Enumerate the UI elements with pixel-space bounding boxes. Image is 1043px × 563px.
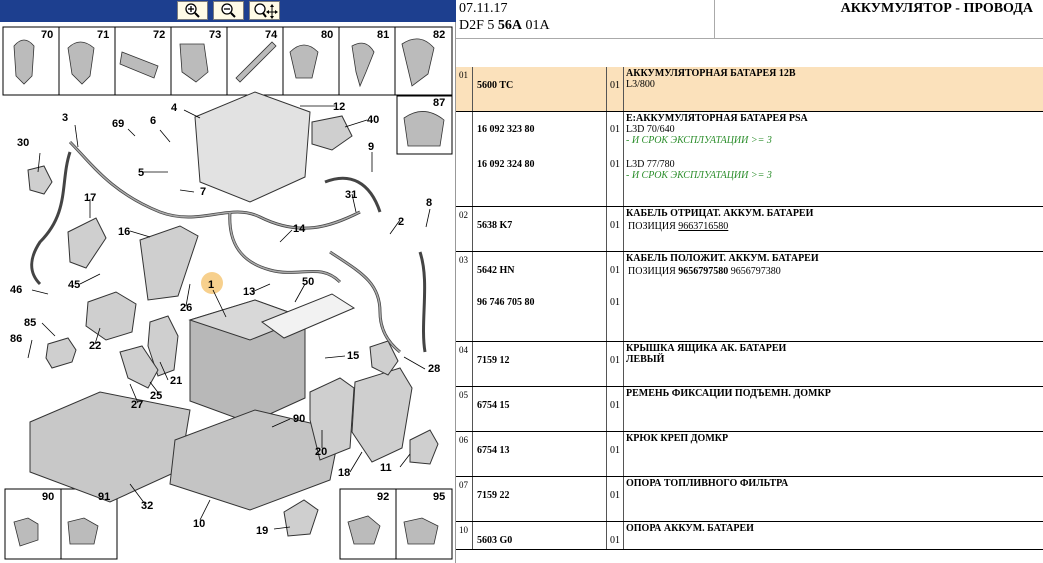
- part-ref[interactable]: 5600 TC: [477, 80, 514, 91]
- parts-diagram[interactable]: 1 2 3 4 5 6 7 8 9 10 11 12 13 14 15 16 1…: [0, 22, 456, 563]
- parts-table: 01 5600 TC 01 АККУМУЛЯТОРНАЯ БАТАРЕЯ 12В…: [456, 67, 1043, 563]
- svg-text:95: 95: [433, 491, 445, 503]
- callout-6[interactable]: 6: [150, 115, 156, 127]
- part-ref[interactable]: 5603 G0: [477, 535, 513, 546]
- svg-text:73: 73: [209, 29, 221, 41]
- callout-15[interactable]: 15: [347, 350, 359, 362]
- part-description: АККУМУЛЯТОРНАЯ БАТАРЕЯ 12В: [626, 68, 796, 79]
- callout-4[interactable]: 4: [171, 102, 178, 114]
- callout-28[interactable]: 28: [428, 363, 440, 375]
- part-ref[interactable]: 16 092 324 80: [477, 159, 535, 170]
- table-row[interactable]: 01 5600 TC 01 АККУМУЛЯТОРНАЯ БАТАРЕЯ 12В…: [456, 67, 1043, 112]
- callout-9[interactable]: 9: [368, 141, 374, 153]
- callout-69[interactable]: 69: [112, 118, 124, 130]
- part-ref[interactable]: 5642 HN: [477, 265, 515, 276]
- callout-3[interactable]: 3: [62, 112, 68, 124]
- zoom-out-button[interactable]: [213, 1, 244, 20]
- callout-2[interactable]: 2: [398, 216, 404, 228]
- diagram-toolbar: [0, 0, 456, 22]
- svg-text:92: 92: [377, 491, 389, 503]
- svg-text:82: 82: [433, 29, 445, 41]
- table-row[interactable]: 10 5603 G0 01 ОПОРА АККУМ. БАТАРЕИ: [456, 522, 1043, 550]
- diagram-pane: 1 2 3 4 5 6 7 8 9 10 11 12 13 14 15 16 1…: [0, 0, 456, 563]
- svg-text:81: 81: [377, 29, 389, 41]
- callout-20[interactable]: 20: [315, 446, 327, 458]
- callout-86[interactable]: 86: [10, 333, 22, 345]
- part-ref[interactable]: 7159 22: [477, 490, 510, 501]
- svg-text:70: 70: [41, 29, 53, 41]
- table-row[interactable]: 03 5642 HN 96 746 705 80 01 01 КАБЕЛЬ ПО…: [456, 252, 1043, 342]
- svg-text:90: 90: [42, 491, 54, 503]
- callout-marker-1: [201, 272, 223, 294]
- header-date: 07.11.17: [459, 1, 508, 16]
- part-description: E:АККУМУЛЯТОРНАЯ БАТАРЕЯ PSA: [626, 113, 808, 124]
- callout-14[interactable]: 14: [293, 223, 306, 235]
- svg-text:71: 71: [97, 29, 109, 41]
- part-description: РЕМЕНЬ ФИКСАЦИИ ПОДЪЕМН. ДОМКР: [626, 388, 831, 399]
- svg-text:80: 80: [321, 29, 333, 41]
- part-description: КРЮК КРЕП ДОМКР: [626, 433, 729, 444]
- part-description: ОПОРА АККУМ. БАТАРЕИ: [626, 523, 754, 534]
- callout-18[interactable]: 18: [338, 467, 350, 479]
- page-header: 07.11.17 D2F 5 56A 01A АККУМУЛЯТОР - ПРО…: [456, 0, 1043, 39]
- part-description: ОПОРА ТОПЛИВНОГО ФИЛЬТРА: [626, 478, 789, 489]
- callout-85[interactable]: 85: [24, 317, 36, 329]
- part-ref[interactable]: 6754 13: [477, 445, 510, 456]
- table-row[interactable]: 16 092 323 80 16 092 324 80 01 01 E:АККУ…: [456, 112, 1043, 207]
- callout-31[interactable]: 31: [345, 189, 357, 201]
- callout-22[interactable]: 22: [89, 340, 101, 352]
- callout-26[interactable]: 26: [180, 302, 192, 314]
- callout-10[interactable]: 10: [193, 518, 205, 530]
- callout-5[interactable]: 5: [138, 167, 144, 179]
- callout-21[interactable]: 21: [170, 375, 182, 387]
- page-title: АККУМУЛЯТОР - ПРОВОДА: [840, 1, 1033, 16]
- svg-text:87: 87: [433, 97, 445, 109]
- callout-8[interactable]: 8: [426, 197, 432, 209]
- callout-1[interactable]: 1: [208, 279, 214, 291]
- part-description: КАБЕЛЬ ПОЛОЖИТ. АККУМ. БАТАРЕИ: [626, 253, 819, 264]
- callout-27[interactable]: 27: [131, 399, 143, 411]
- part-ref[interactable]: 6754 15: [477, 400, 510, 411]
- callout-7[interactable]: 7: [200, 186, 206, 198]
- zoom-pan-icon: [254, 3, 278, 19]
- svg-text:91: 91: [98, 491, 110, 503]
- part-description: КАБЕЛЬ ОТРИЦАТ. АККУМ. БАТАРЕИ: [626, 208, 814, 219]
- table-row[interactable]: 02 5638 K7 01 КАБЕЛЬ ОТРИЦАТ. АККУМ. БАТ…: [456, 207, 1043, 252]
- position-link[interactable]: 9663716580: [678, 221, 729, 232]
- part-ref[interactable]: 96 746 705 80: [477, 297, 535, 308]
- callout-46[interactable]: 46: [10, 284, 22, 296]
- zoom-in-icon: [185, 3, 200, 18]
- part-ref[interactable]: 16 092 323 80: [477, 124, 535, 135]
- svg-text:74: 74: [265, 29, 278, 41]
- callout-90[interactable]: 90: [293, 413, 305, 425]
- zoom-pan-button[interactable]: [249, 1, 280, 20]
- callout-32[interactable]: 32: [141, 500, 153, 512]
- part-ref[interactable]: 7159 12: [477, 355, 510, 366]
- table-row[interactable]: 06 6754 13 01 КРЮК КРЕП ДОМКР: [456, 432, 1043, 477]
- callout-45[interactable]: 45: [68, 279, 80, 291]
- callout-16[interactable]: 16: [118, 226, 130, 238]
- callout-40[interactable]: 40: [367, 114, 379, 126]
- callout-13[interactable]: 13: [243, 286, 255, 298]
- table-row[interactable]: 07 7159 22 01 ОПОРА ТОПЛИВНОГО ФИЛЬТРА: [456, 477, 1043, 522]
- table-row[interactable]: 05 6754 15 01 РЕМЕНЬ ФИКСАЦИИ ПОДЪЕМН. Д…: [456, 387, 1043, 432]
- zoom-in-button[interactable]: [177, 1, 208, 20]
- part-description: КРЫШКА ЯЩИКА АК. БАТАРЕИ: [626, 343, 787, 354]
- zoom-out-icon: [221, 3, 236, 18]
- callout-50[interactable]: 50: [302, 276, 314, 288]
- callout-12[interactable]: 12: [333, 101, 345, 113]
- callout-11[interactable]: 11: [380, 462, 392, 474]
- callout-19[interactable]: 19: [256, 525, 268, 537]
- part-ref[interactable]: 5638 K7: [477, 220, 513, 231]
- callout-25[interactable]: 25: [150, 390, 162, 402]
- header-model-code: D2F 5 56A 01A: [459, 18, 550, 33]
- callout-17[interactable]: 17: [84, 192, 96, 204]
- table-row[interactable]: 04 7159 12 01 КРЫШКА ЯЩИКА АК. БАТАРЕИ Л…: [456, 342, 1043, 387]
- svg-text:72: 72: [153, 29, 165, 41]
- callout-30[interactable]: 30: [17, 137, 29, 149]
